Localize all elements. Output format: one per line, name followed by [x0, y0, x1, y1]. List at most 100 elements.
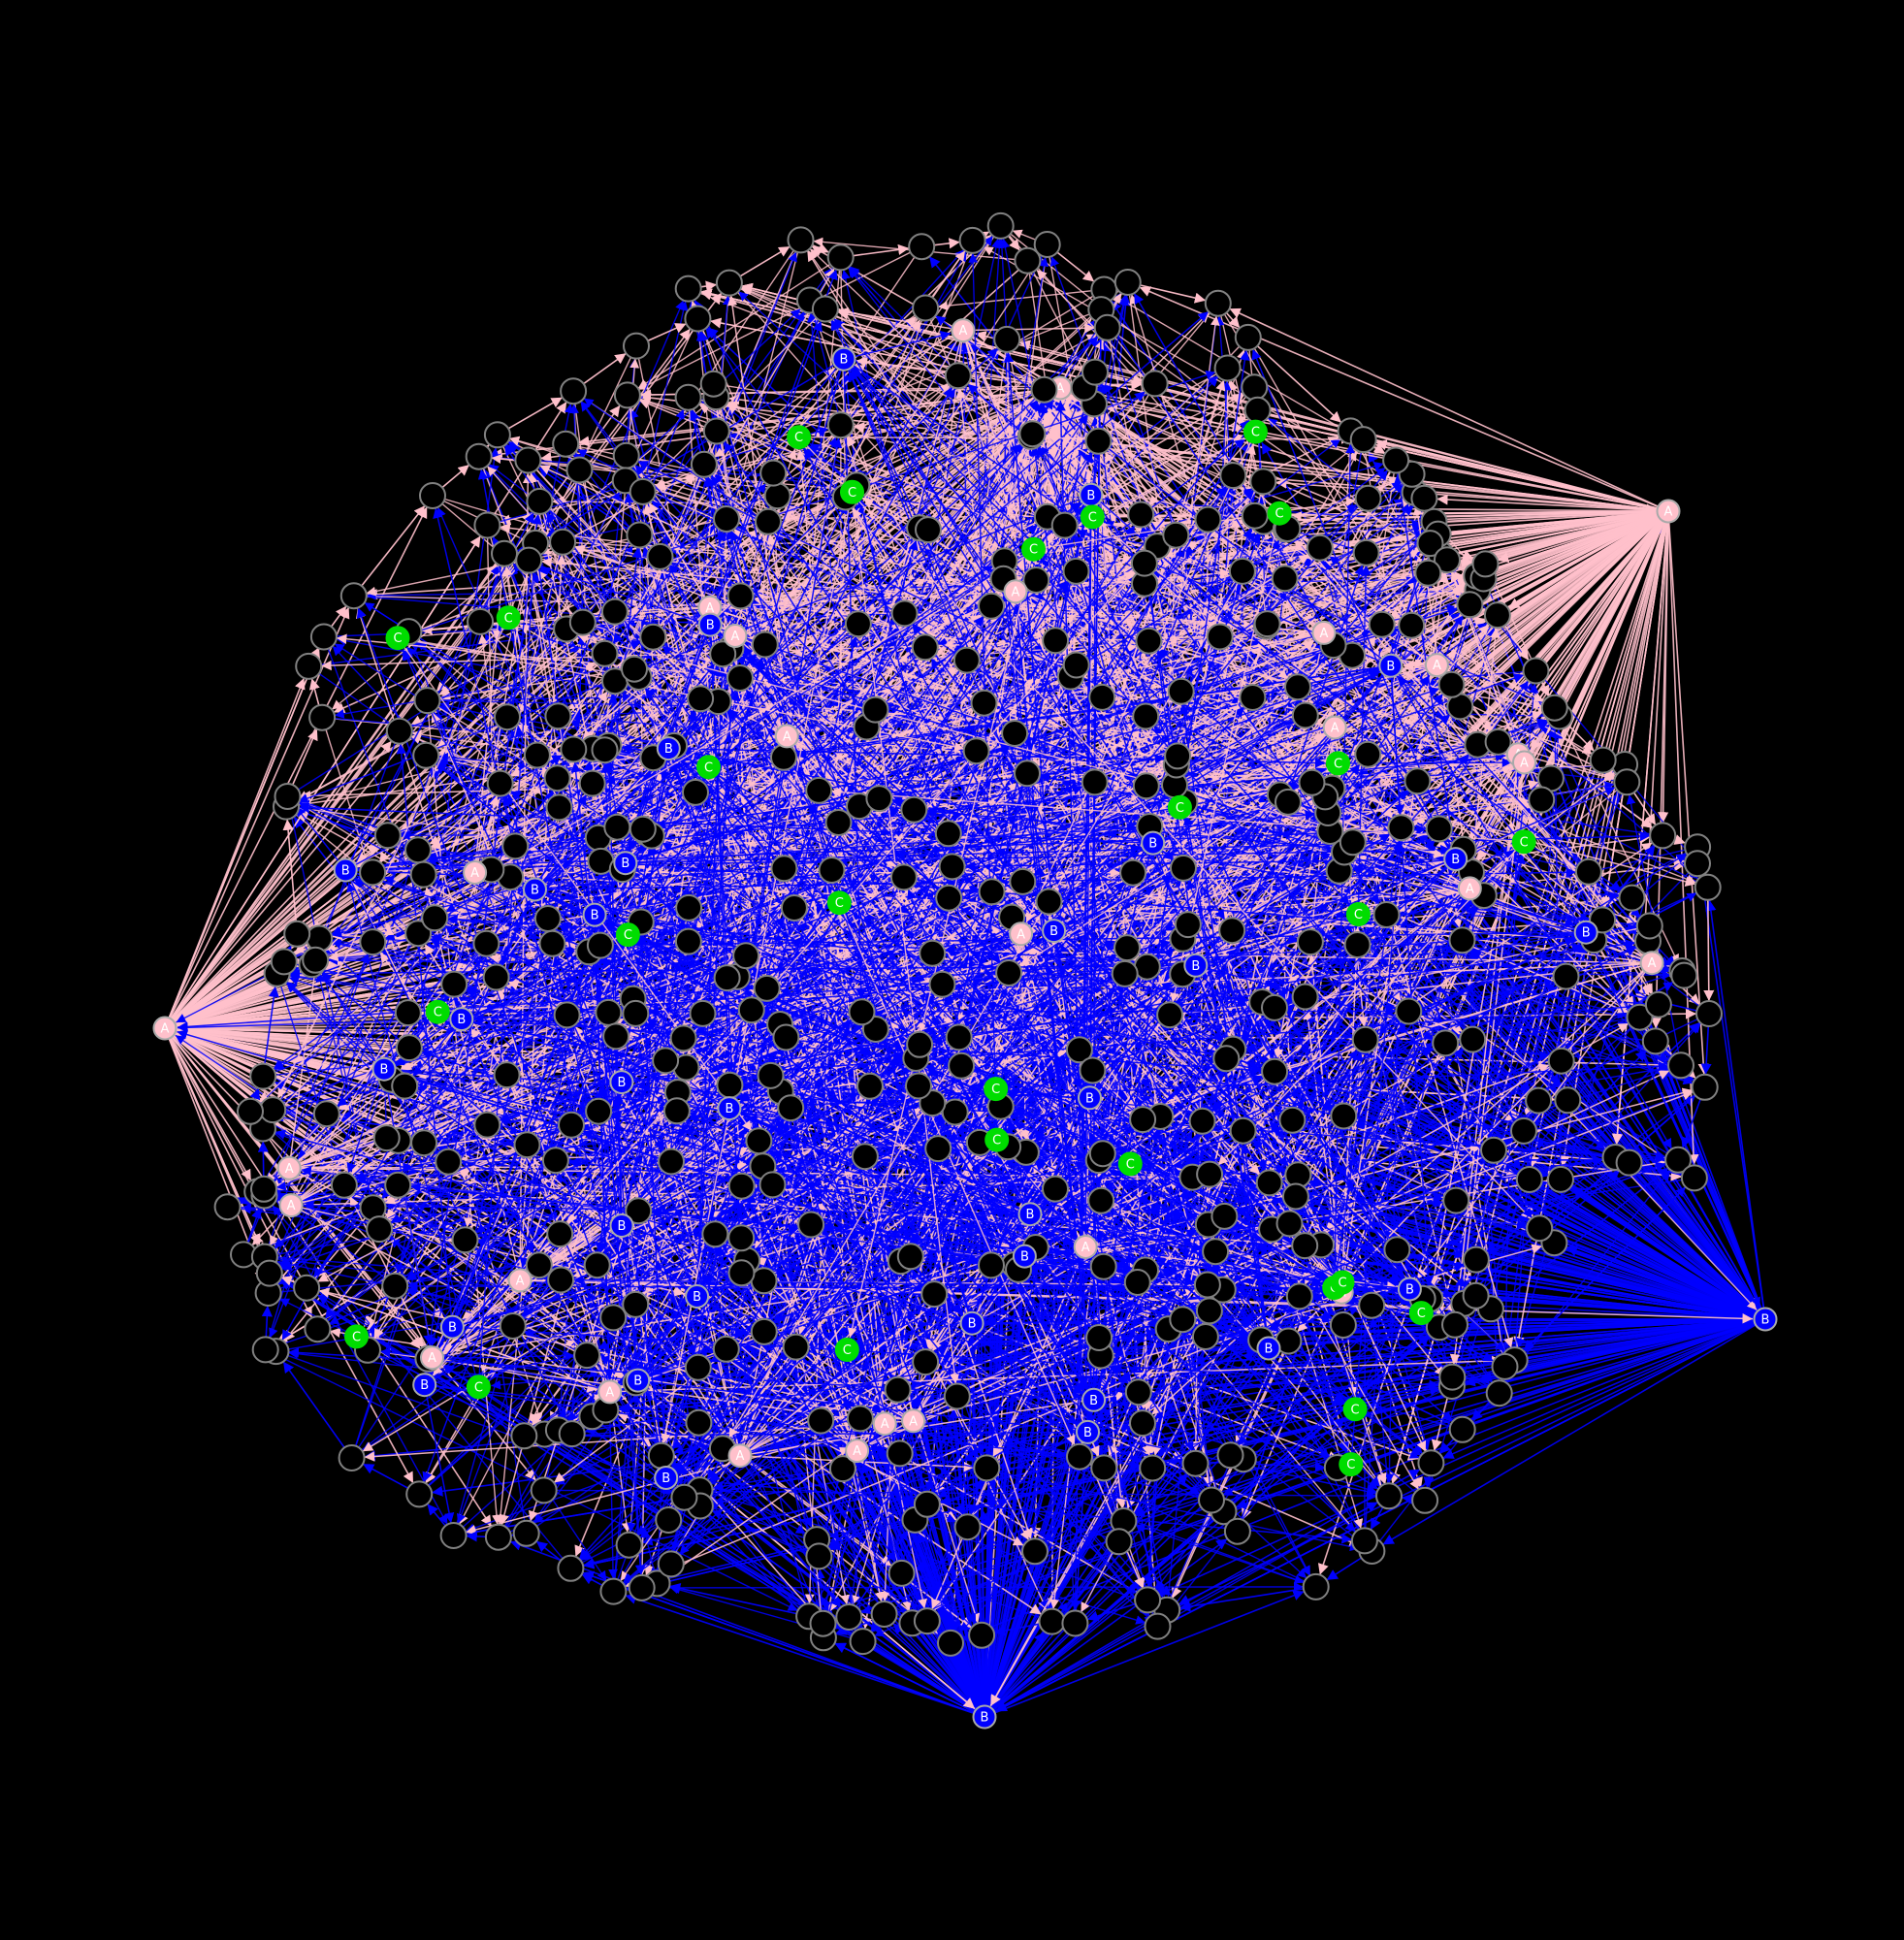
node-circle [304, 1315, 332, 1343]
node-circle [465, 442, 493, 470]
graph-node [835, 1603, 863, 1631]
graph-node [928, 970, 956, 998]
node-circle [1167, 677, 1195, 705]
node-circle [560, 735, 588, 763]
graph-node [1350, 1527, 1378, 1555]
node-circle [1354, 484, 1382, 512]
node-circle [338, 1444, 366, 1471]
node-circle [259, 1096, 287, 1124]
node-label: A [1648, 956, 1657, 971]
node-circle [727, 1259, 756, 1287]
graph-node [213, 1193, 242, 1221]
graph-node [1119, 858, 1147, 887]
node-label: A [958, 324, 967, 339]
node-circle [1694, 873, 1722, 901]
graph-node [595, 998, 623, 1026]
graph-edge [1436, 494, 1659, 512]
graph-node [670, 1483, 698, 1511]
node-circle [372, 1124, 401, 1152]
graph-node [716, 1071, 744, 1099]
graph-node [339, 582, 368, 610]
node-circle [1547, 1165, 1574, 1193]
node-circle [1218, 917, 1246, 945]
node-circle [759, 459, 788, 487]
node-circle [674, 927, 702, 955]
graph-edge [1667, 521, 1709, 1075]
node-circle [499, 1312, 527, 1340]
graph-node [727, 1224, 756, 1252]
node-circle [558, 1111, 585, 1139]
node-circle [1239, 684, 1267, 711]
graph-node [1195, 1297, 1223, 1325]
graph-node [986, 211, 1015, 240]
node-circle [900, 795, 928, 824]
graph-node [412, 741, 440, 769]
node-circle [1198, 1486, 1225, 1514]
node-circle [578, 769, 606, 797]
graph-node [684, 1353, 712, 1381]
graph-node [944, 362, 972, 390]
graph-node [1291, 1232, 1319, 1260]
node-circle [856, 1072, 884, 1100]
graph-edge [993, 1590, 1305, 1714]
graph-node [394, 999, 422, 1027]
graph-node-b: B [1753, 1307, 1778, 1332]
graph-edge [998, 1320, 1756, 1470]
graph-node [844, 610, 872, 638]
node-label: A [1012, 585, 1020, 599]
node-circle [928, 970, 956, 998]
graph-node [1485, 1379, 1513, 1407]
graph-node [1081, 358, 1109, 386]
node-circle [1081, 768, 1109, 796]
node-circle [727, 1172, 756, 1200]
graph-node [544, 702, 572, 730]
graph-node [1613, 768, 1641, 796]
node-circle [1113, 934, 1141, 962]
graph-node [1480, 1136, 1507, 1164]
graph-node [1574, 857, 1602, 886]
graph-node [270, 948, 298, 976]
graph-node [1001, 720, 1029, 747]
graph-edge [695, 1500, 1043, 1619]
graph-node-a: A [420, 1345, 444, 1371]
graph-node [900, 795, 928, 824]
graph-node [1066, 1442, 1093, 1471]
graph-edge [509, 1539, 975, 1714]
graph-node [846, 1405, 874, 1433]
graph-edge [1694, 858, 1765, 1310]
node-circle [1089, 1252, 1117, 1280]
graph-node [1202, 1238, 1230, 1266]
graph-node [491, 539, 518, 567]
graph-node [1432, 1029, 1460, 1057]
node-circle [948, 1051, 976, 1080]
graph-node [1113, 934, 1141, 962]
graph-node [826, 411, 855, 439]
graph-node [295, 652, 323, 680]
graph-node [1129, 1106, 1157, 1134]
node-label: A [736, 1449, 745, 1464]
graph-node [467, 607, 495, 635]
node-circle [780, 894, 808, 922]
node-label: A [516, 1274, 525, 1288]
node-circle [359, 928, 387, 956]
node-circle [1306, 534, 1334, 562]
graph-node [1079, 1056, 1107, 1084]
graph-node [439, 1522, 468, 1549]
node-circle [585, 1097, 613, 1125]
graph-node [409, 860, 437, 889]
graph-node [712, 1335, 740, 1363]
node-circle [629, 477, 657, 505]
graph-node [249, 1062, 277, 1090]
graph-node [465, 442, 493, 470]
graph-node [924, 1135, 952, 1163]
node-circle [1525, 1086, 1553, 1115]
node-circle [1253, 610, 1281, 638]
graph-edge [821, 1321, 1756, 1615]
graph-node [1644, 990, 1672, 1018]
graph-node [366, 1215, 394, 1244]
node-circle [510, 1422, 538, 1450]
node-circle [1448, 926, 1476, 954]
graph-node [1241, 501, 1269, 530]
node-circle [1062, 651, 1090, 679]
node-circle [483, 421, 511, 449]
